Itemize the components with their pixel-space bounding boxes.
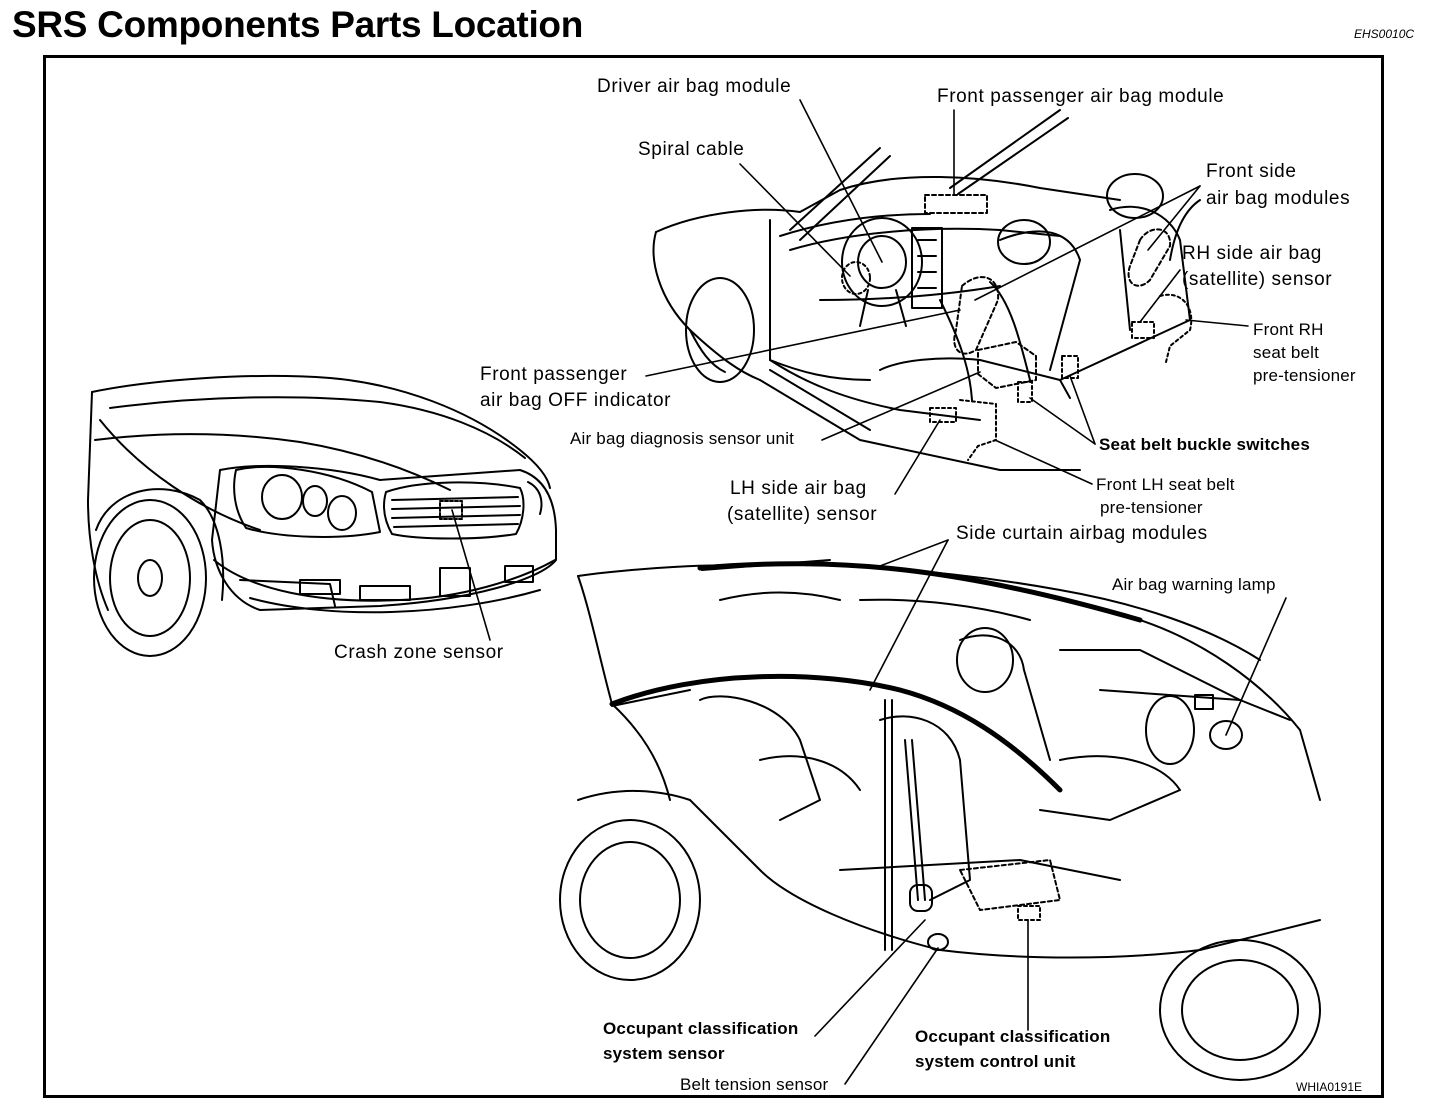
cabin-dashboard-illustration (652, 109, 1201, 471)
label-air-bag-warning-lamp: Air bag warning lamp (1112, 575, 1276, 594)
diagram-frame (43, 55, 1384, 1098)
label-front-lh-pretensioner-line1: Front LH seat belt (1096, 475, 1235, 494)
label-front-passenger-air-bag-module: Front passenger air bag module (937, 86, 1225, 107)
label-front-rh-pretensioner-line1: Front RH (1253, 320, 1324, 339)
label-lh-side-air-bag-sensor-line1: LH side air bag (730, 478, 867, 499)
label-ocs-control-unit-line1: Occupant classification (915, 1027, 1111, 1046)
label-passenger-off-indicator-line1: Front passenger (480, 364, 628, 385)
leader-lines (451, 99, 1287, 1085)
label-rh-side-air-bag-sensor-line2: (satellite) sensor (1182, 269, 1333, 290)
front-exterior-car-illustration (87, 374, 557, 657)
cabin-cutaway-illustration (559, 559, 1321, 1081)
document-code: EHS0010C (1354, 27, 1415, 41)
label-rh-side-air-bag-sensor-line1: RH side air bag (1182, 243, 1322, 264)
label-belt-tension-sensor: Belt tension sensor (680, 1075, 829, 1094)
label-crash-zone-sensor: Crash zone sensor (334, 642, 504, 663)
label-passenger-off-indicator-line2: air bag OFF indicator (480, 390, 672, 411)
label-front-rh-pretensioner-line3: pre-tensioner (1253, 366, 1356, 385)
label-ocs-sensor-line1: Occupant classification (603, 1019, 799, 1038)
label-lh-side-air-bag-sensor-line2: (satellite) sensor (727, 504, 878, 525)
label-driver-air-bag-module: Driver air bag module (597, 76, 792, 97)
label-diagnosis-sensor-unit: Air bag diagnosis sensor unit (570, 429, 795, 448)
label-front-side-air-bag-modules-line1: Front side (1206, 161, 1297, 182)
label-ocs-control-unit-line2: system control unit (915, 1052, 1076, 1071)
label-front-side-air-bag-modules-line2: air bag modules (1206, 188, 1351, 209)
label-front-rh-pretensioner-line2: seat belt (1253, 343, 1320, 362)
label-ocs-sensor-line2: system sensor (603, 1044, 725, 1063)
label-side-curtain-airbag-modules: Side curtain airbag modules (956, 523, 1208, 544)
label-spiral-cable: Spiral cable (638, 139, 745, 160)
page-title: SRS Components Parts Location (12, 4, 584, 45)
label-seat-belt-buckle-switches: Seat belt buckle switches (1099, 435, 1310, 454)
figure-code: WHIA0191E (1296, 1080, 1363, 1094)
label-front-lh-pretensioner-line2: pre-tensioner (1100, 498, 1203, 517)
